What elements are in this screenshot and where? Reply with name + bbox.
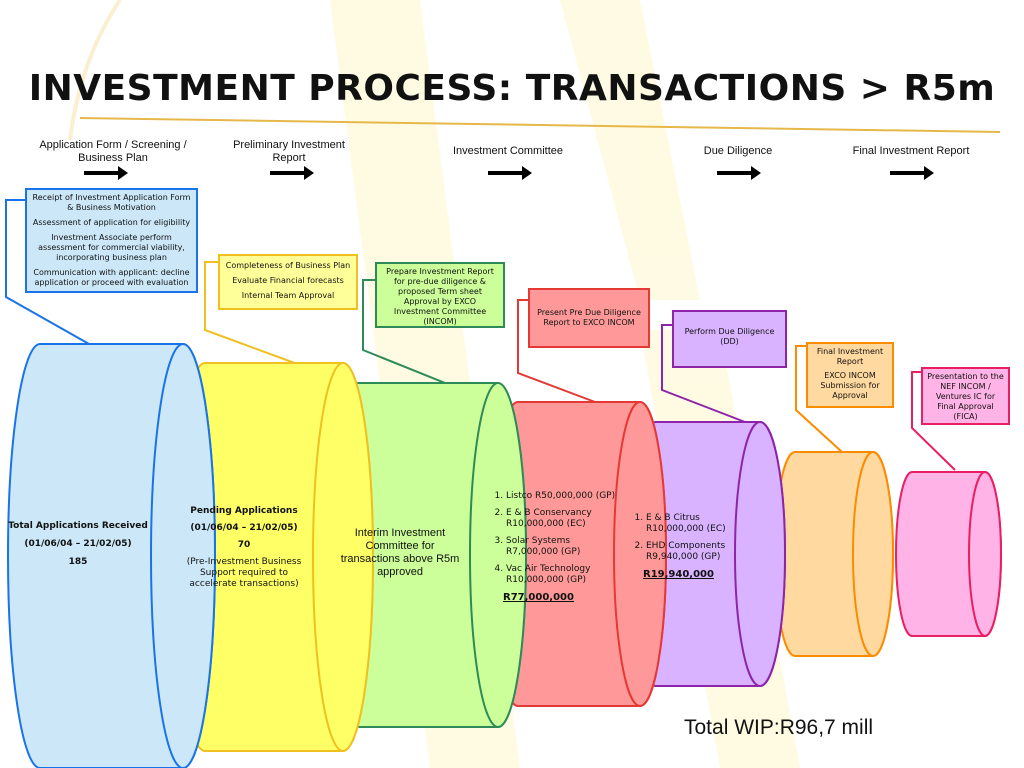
title-underline [79, 117, 1001, 133]
stage-label-due-diligence: Due Diligence [703, 145, 773, 157]
stage-label-investment-committee: Investment Committee [452, 145, 564, 157]
stage-label-preliminary: Preliminary Investment Report [233, 139, 345, 164]
arrow-icon [84, 166, 128, 180]
arrow-icon [717, 166, 761, 180]
list-item: Solar Systems R7,000,000 (GP) [506, 536, 624, 558]
arrow-icon [270, 166, 314, 180]
arrow-icon [488, 166, 532, 180]
list-item: E & B Citrus R10,000,000 (EC) [646, 513, 754, 535]
box-presentation: Presentation to the NEF INCOM / Ventures… [921, 367, 1010, 425]
list-dd-deals: Listco R50,000,000 (GP) E & B Conservanc… [484, 491, 624, 603]
stage-label-screening: Application Form / Screening / Business … [39, 139, 187, 164]
cylinder-green [329, 382, 527, 728]
list-item: Vac Air Technology R10,000,000 (GP) [506, 564, 624, 586]
cylinder-orange [774, 451, 894, 657]
label-pending-applications: Pending Applications (01/06/04 – 21/02/0… [186, 506, 302, 589]
label-interim-committee: Interim Investment Committee for transac… [340, 527, 460, 578]
list-item: E & B Conservancy R10,000,000 (EC) [506, 508, 624, 530]
label-applications-received: Total Applications Received (01/06/04 – … [8, 521, 148, 567]
box-prepare-report: Prepare Investment Report for pre-due di… [375, 262, 505, 328]
cylinder-blue [7, 343, 216, 768]
total-wip: Total WIP:R96,7 mill [684, 716, 874, 739]
box-completeness: Completeness of Business Plan Evaluate F… [218, 254, 358, 310]
stage-label-final-report: Final Investment Report [852, 145, 970, 157]
list-fir-deals: E & B Citrus R10,000,000 (EC) EHD Compon… [624, 513, 754, 580]
total-purple: R19,940,000 [643, 569, 714, 580]
box-receipt-assessment: Receipt of Investment Application Form &… [25, 188, 198, 293]
cylinder-red [491, 401, 667, 707]
list-item: Listco R50,000,000 (GP) [506, 491, 624, 502]
cylinder-purple [630, 421, 786, 687]
arrow-icon [890, 166, 934, 180]
stage-arrows [84, 166, 934, 180]
box-present-pre-dd: Present Pre Due Diligence Report to EXCO… [528, 288, 650, 348]
cylinder-pink [895, 471, 1002, 637]
list-item: EHD Components R9,940,000 (GP) [646, 541, 754, 563]
box-perform-dd: Perform Due Diligence (DD) [672, 310, 787, 368]
page-title: INVESTMENT PROCESS: TRANSACTIONS > R5m [28, 68, 996, 109]
box-final-report: Final Investment Report EXCO INCOM Submi… [806, 342, 894, 408]
total-red: R77,000,000 [503, 592, 574, 603]
